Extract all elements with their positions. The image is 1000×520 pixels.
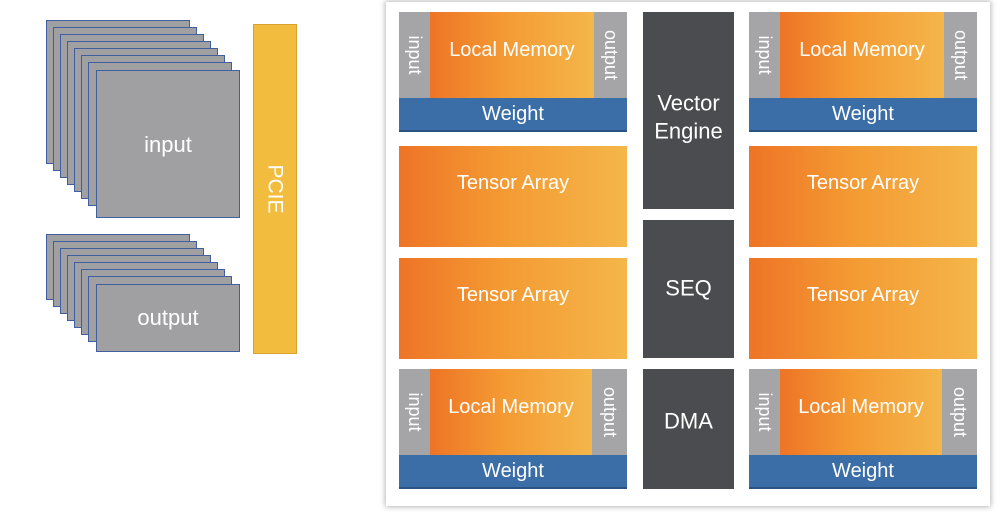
port-output: output [592,369,627,455]
local-memory-label: Local Memory [449,39,575,61]
local-memory-body: Local Memory [780,12,944,98]
tensor-array-label: Tensor Array [806,172,920,194]
weight-label: Weight [832,103,894,125]
output-sheet [96,284,240,352]
weight-label: Weight [482,460,544,482]
port-output: output [944,12,977,98]
vector-engine-label: Vector Engine [643,90,734,145]
input-stack-label: input [144,132,192,157]
local-memory-label: Local Memory [448,396,574,418]
port-input: input [749,369,780,455]
vector-engine-line2: Engine [654,118,723,143]
local-memory-body: Local Memory [430,369,592,455]
vector-engine-line1: Vector [657,90,720,116]
sequencer: SEQ [643,220,734,358]
weight-label: Weight [832,460,894,482]
local-memory-body: Local Memory [430,12,594,98]
port-input-label: input [754,392,775,432]
tensor-array-right-2: Tensor Array [749,258,977,359]
weight-bar: Weight [399,98,627,132]
seq-label: SEQ [665,275,712,301]
port-input-label: input [754,35,775,75]
local-memory-top-right: input Local Memory output Weight [749,12,977,132]
tensor-array-label: Tensor Array [456,284,570,306]
port-input-label: input [404,35,425,75]
dma-label: DMA [664,408,713,434]
port-output: output [594,12,627,98]
tensor-array-label: Tensor Array [456,172,570,194]
weight-bar: Weight [749,455,977,489]
tensor-array-left-1: Tensor Array [399,146,627,247]
port-input-label: input [404,392,425,432]
tensor-array-right-1: Tensor Array [749,146,977,247]
port-input: input [749,12,780,98]
pcie-bus: PCIE [253,24,297,354]
port-output-label: output [949,386,970,438]
tensor-array-label: Tensor Array [806,284,920,306]
port-output-label: output [600,29,621,81]
chip-frame: input Local Memory output Weight input L… [386,2,990,506]
local-memory-bottom-right: input Local Memory output Weight [749,369,977,489]
local-memory-top-left: input Local Memory output Weight [399,12,627,132]
pcie-label: PCIE [263,164,287,214]
dma-engine: DMA [643,369,734,489]
local-memory-body: Local Memory [780,369,942,455]
weight-bar: Weight [749,98,977,132]
port-output: output [942,369,977,455]
local-memory-label: Local Memory [798,396,924,418]
port-input: input [399,12,430,98]
output-stack-label: output [137,305,199,330]
vector-engine: Vector Engine [643,12,734,209]
weight-label: Weight [482,103,544,125]
local-memory-bottom-left: input Local Memory output Weight [399,369,627,489]
input-sheet [96,70,240,218]
weight-bar: Weight [399,455,627,489]
local-memory-label: Local Memory [799,39,925,61]
port-output-label: output [599,386,620,438]
tensor-array-left-2: Tensor Array [399,258,627,359]
port-output-label: output [950,29,971,81]
port-input: input [399,369,430,455]
